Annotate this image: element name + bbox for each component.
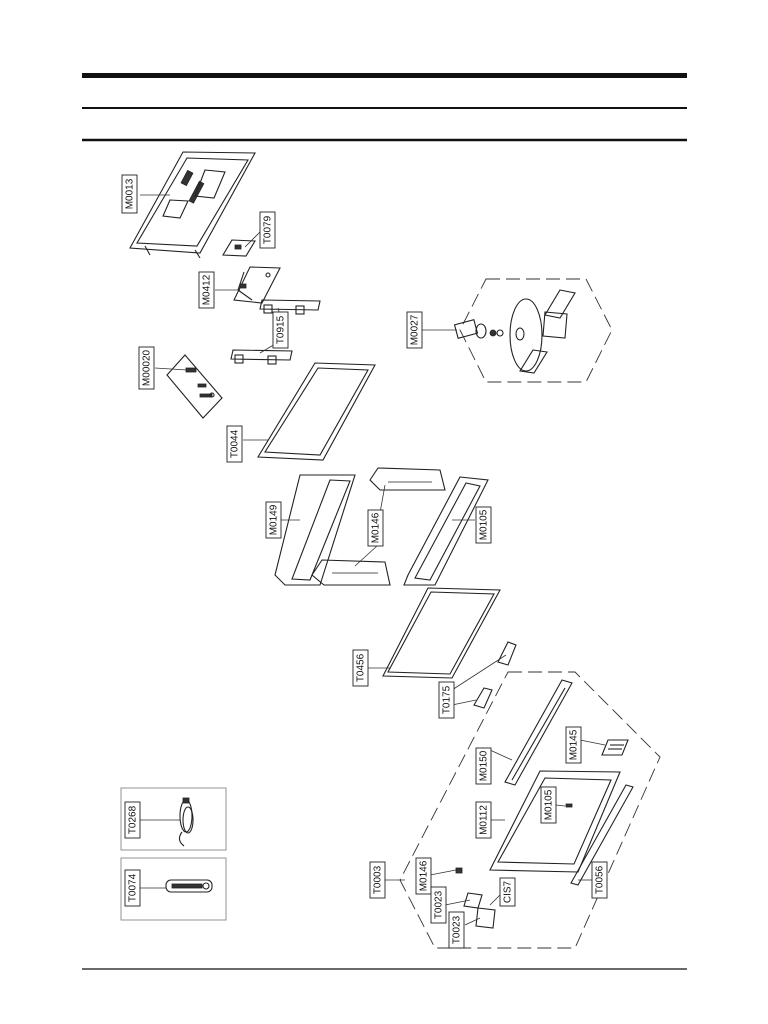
label-m0105-a: M0105: [475, 506, 492, 544]
svg-text:M00020: M00020: [142, 349, 153, 386]
side-cover-right-part: [403, 476, 489, 586]
stand-assembly-group: [453, 278, 613, 383]
svg-text:M0105: M0105: [479, 509, 490, 540]
label-t0056: T0056: [591, 861, 608, 899]
label-t0268: T0268: [124, 801, 141, 839]
svg-text:M0145: M0145: [569, 729, 580, 760]
small-bracket-part: [473, 641, 517, 709]
svg-text:T0023: T0023: [452, 915, 463, 944]
label-t0175: T0175: [438, 681, 455, 719]
label-t0456: T0456: [352, 649, 369, 687]
label-m0145: M0145: [565, 726, 582, 764]
small-board-part: [222, 239, 256, 257]
label-t0079: T0079: [259, 211, 276, 249]
side-cover-left-part: [274, 474, 356, 586]
svg-text:M0027: M0027: [410, 314, 421, 345]
label-m0149: M0149: [265, 501, 282, 539]
accessory-box-remote: [120, 857, 227, 921]
screw-kit-part: [166, 354, 223, 419]
label-m0105-b: M0105: [540, 786, 557, 824]
main-board-part: [233, 266, 281, 304]
svg-text:CIS7: CIS7: [503, 880, 514, 903]
svg-text:T0915: T0915: [276, 315, 287, 344]
label-t0044: T0044: [226, 425, 243, 463]
svg-text:T0175: T0175: [442, 685, 453, 714]
svg-text:M0150: M0150: [479, 750, 490, 781]
svg-text:T0023: T0023: [434, 890, 445, 919]
label-m00020: M00020: [138, 346, 155, 390]
svg-text:T0074: T0074: [128, 873, 139, 902]
svg-text:M0412: M0412: [202, 274, 213, 305]
header-rule-thick: [82, 73, 687, 78]
svg-text:T0056: T0056: [595, 865, 606, 894]
panel-sheet-part: [382, 587, 501, 679]
top-cover-part: [369, 467, 446, 491]
label-t0003: T0003: [369, 861, 386, 899]
svg-text:T0456: T0456: [356, 653, 367, 682]
label-m0027: M0027: [406, 311, 423, 349]
svg-text:T0003: T0003: [373, 865, 384, 894]
label-m0150: M0150: [475, 747, 492, 785]
svg-text:M0146: M0146: [419, 860, 430, 891]
svg-text:M0013: M0013: [125, 178, 136, 209]
label-m0146-a: M0146: [367, 509, 384, 547]
remote-control-icon: [165, 879, 213, 893]
rear-cover-part: [129, 151, 256, 259]
svg-text:T0268: T0268: [128, 805, 139, 834]
svg-text:T0079: T0079: [263, 215, 274, 244]
label-t0915: T0915: [272, 311, 289, 349]
power-cord-icon: [178, 797, 194, 847]
panel-frame-part: [257, 362, 376, 461]
bracket-lower-part: [230, 349, 293, 365]
bracket-upper-part: [259, 299, 321, 315]
label-t0023-a: T0023: [430, 886, 447, 924]
svg-text:M0105: M0105: [544, 789, 555, 820]
label-m0412: M0412: [198, 271, 215, 309]
svg-text:M0146: M0146: [371, 512, 382, 543]
label-m0112: M0112: [475, 801, 492, 839]
label-m0013: M0013: [121, 174, 138, 214]
label-cis7: CIS7: [499, 877, 516, 907]
svg-text:T0044: T0044: [230, 429, 241, 458]
svg-text:M0112: M0112: [479, 805, 490, 835]
label-m0146-b: M0146: [415, 857, 432, 895]
label-t0074: T0074: [124, 869, 141, 907]
accessory-box-cord: [120, 787, 227, 851]
bottom-cover-part: [311, 559, 391, 586]
label-t0023-b: T0023: [448, 911, 465, 949]
svg-text:M0149: M0149: [269, 504, 280, 535]
